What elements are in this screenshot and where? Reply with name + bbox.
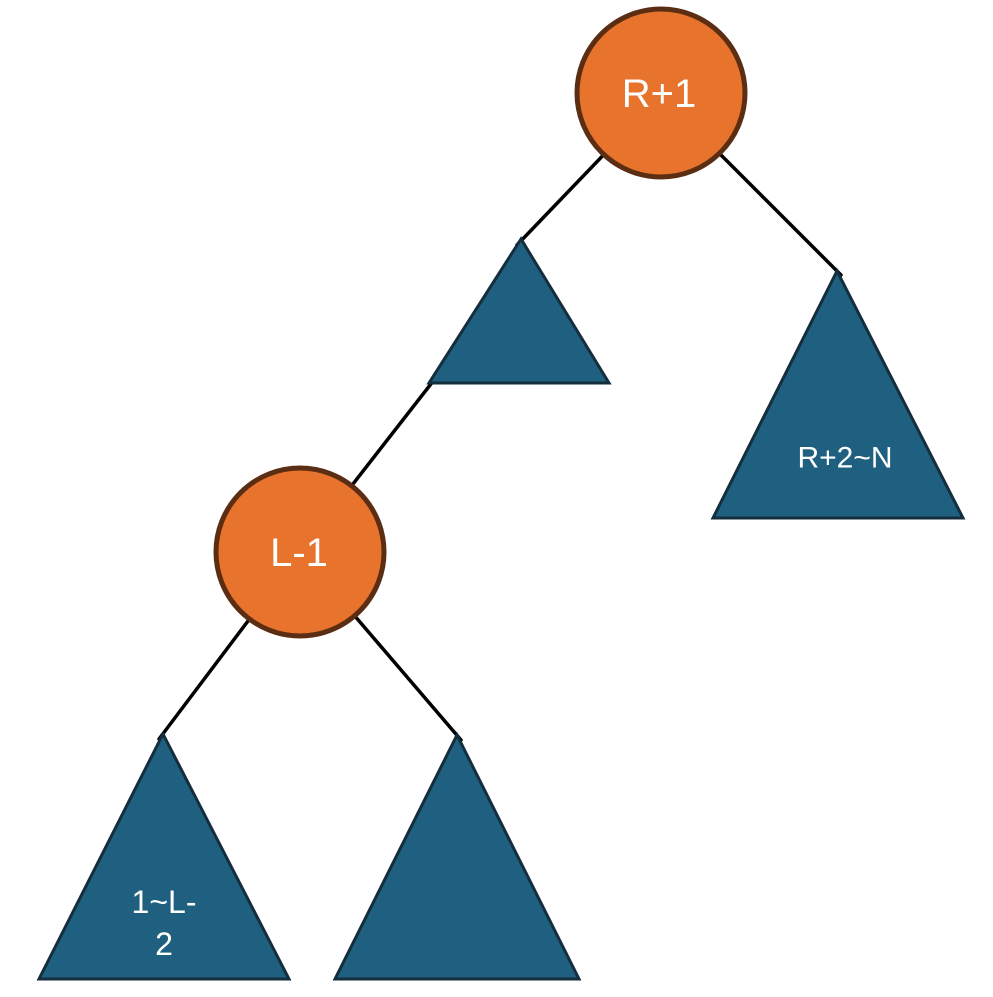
left-node-label: L-1 [270,531,328,575]
label-layer: R+1 L-1 R+2~N 1~L- 2 [132,72,893,962]
root-node-label: R+1 [622,72,697,116]
right-subtree-triangle [710,267,966,520]
mid-subtree-triangle [426,236,612,385]
left-subtree-triangle [36,730,292,981]
root-node-circle [574,6,748,180]
left-right-subtree-triangle [332,731,582,981]
left-subtree-label-line1: 1~L- [132,884,197,920]
edge-layer [157,93,843,742]
left-subtree-label-line2: 2 [155,926,173,962]
node-layer [213,6,748,639]
left-node-circle [213,465,387,639]
right-subtree-label: R+2~N [797,442,892,475]
subtree-layer [36,236,966,981]
